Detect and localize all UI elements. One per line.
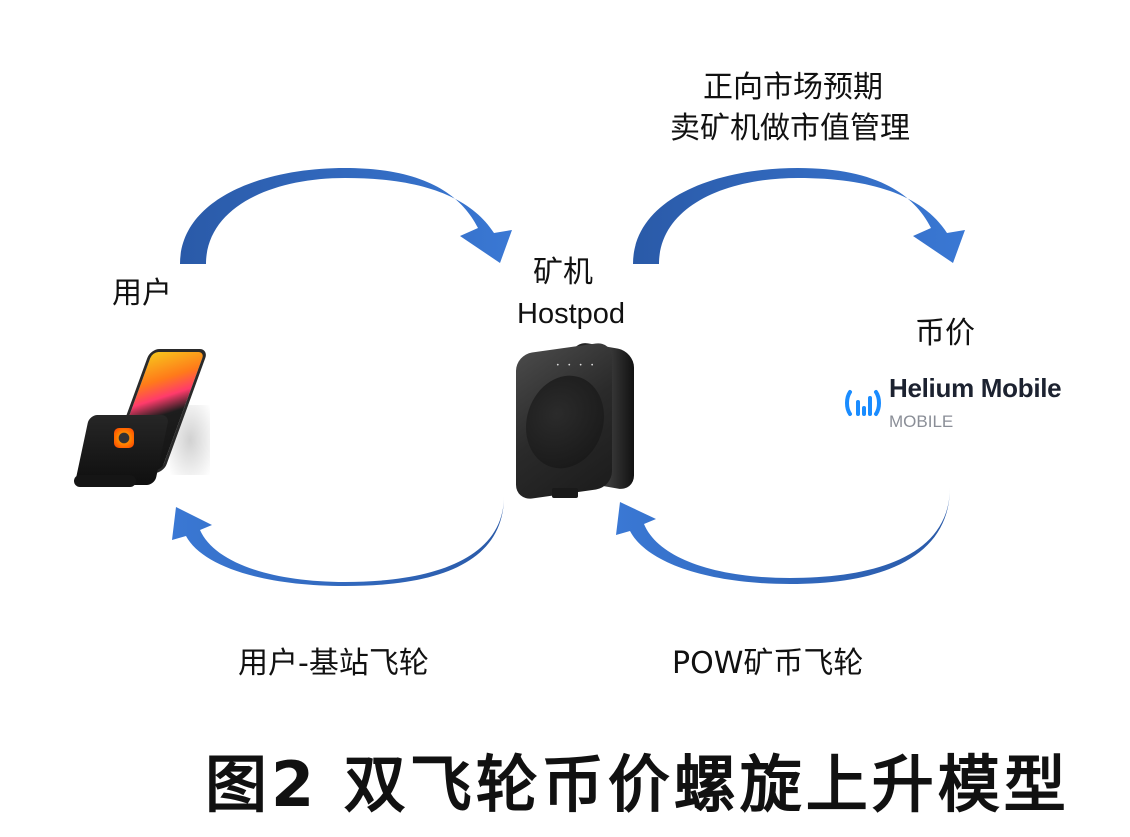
hostpod-leds: • • • •: [556, 362, 597, 369]
arrow-user-to-miner: [180, 168, 512, 264]
label-miner-cn: 矿机: [533, 255, 593, 290]
arrow-miner-to-price: [633, 168, 965, 264]
badge-icon: [114, 428, 134, 448]
arrow-miner-to-user: [172, 496, 504, 586]
label-right-flywheel: POW矿币飞轮: [672, 646, 864, 681]
label-user: 用户: [112, 276, 172, 311]
arrow-price-to-miner: [616, 487, 950, 584]
label-miner-en: Hostpod: [517, 298, 626, 330]
helium-mobile-logo: Helium Mobile MOBILE: [845, 372, 1062, 438]
label-left-flywheel: 用户-基站飞轮: [238, 646, 429, 681]
helium-mark-icon: [845, 390, 881, 416]
phone-app-image: [70, 345, 220, 500]
label-market-line2: 卖矿机做市值管理: [670, 111, 910, 146]
figure-caption: 图2 双飞轮币价螺旋上升模型: [205, 748, 1070, 821]
brand-name: Helium Mobile: [889, 373, 1062, 403]
label-market-line1: 正向市场预期: [703, 70, 883, 105]
hostpod-image: • • • •: [512, 338, 642, 503]
brand-sub: MOBILE: [889, 412, 954, 431]
label-coin-price: 币价: [915, 316, 975, 351]
hostpod-mount: [552, 488, 578, 498]
phone-roll: [74, 475, 136, 487]
